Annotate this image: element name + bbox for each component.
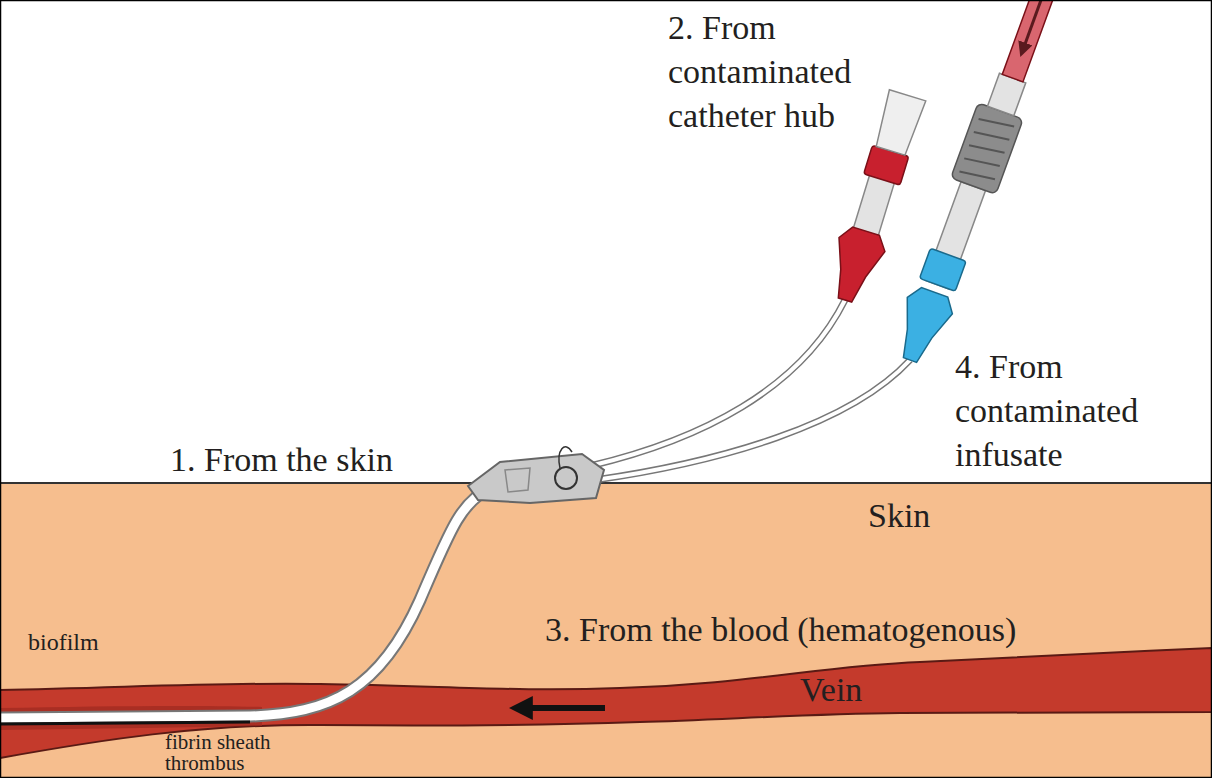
catheter-outline	[0, 489, 490, 718]
callout-label: 4. From contaminated infusate	[955, 345, 1187, 477]
part-label: biofilm	[28, 628, 99, 656]
luer-ridge	[969, 141, 1005, 158]
region-label: Vein	[800, 671, 862, 709]
luer-ridge	[979, 114, 1015, 131]
callout-label: 1. From the skin	[170, 440, 393, 480]
luer-ridge	[964, 154, 1000, 171]
hub-detail	[505, 468, 530, 492]
lumen-tube	[595, 360, 910, 480]
luer-ridge	[974, 127, 1010, 144]
lumen-tube	[590, 300, 845, 466]
callout-label: 3. From the blood (hematogenous)	[545, 610, 1016, 650]
skin-region	[0, 483, 1212, 778]
biofilm-layer	[0, 722, 250, 724]
luer-ridge	[959, 167, 995, 184]
suture-loop	[559, 447, 572, 468]
blue-connector	[887, 0, 1076, 368]
suture-loop	[555, 467, 577, 489]
skin-surface	[0, 482, 1212, 484]
flow-arrow	[528, 705, 605, 711]
lumen-tube	[590, 300, 845, 466]
lumen-tube	[595, 360, 910, 480]
part-label: fibrin sheath thrombus	[165, 732, 315, 774]
region-label: Skin	[868, 496, 930, 536]
catheter-hub	[468, 454, 604, 503]
catheter	[0, 489, 490, 718]
red-connector	[822, 88, 930, 307]
callout-label: 2. From contaminated catheter hub	[668, 6, 900, 138]
